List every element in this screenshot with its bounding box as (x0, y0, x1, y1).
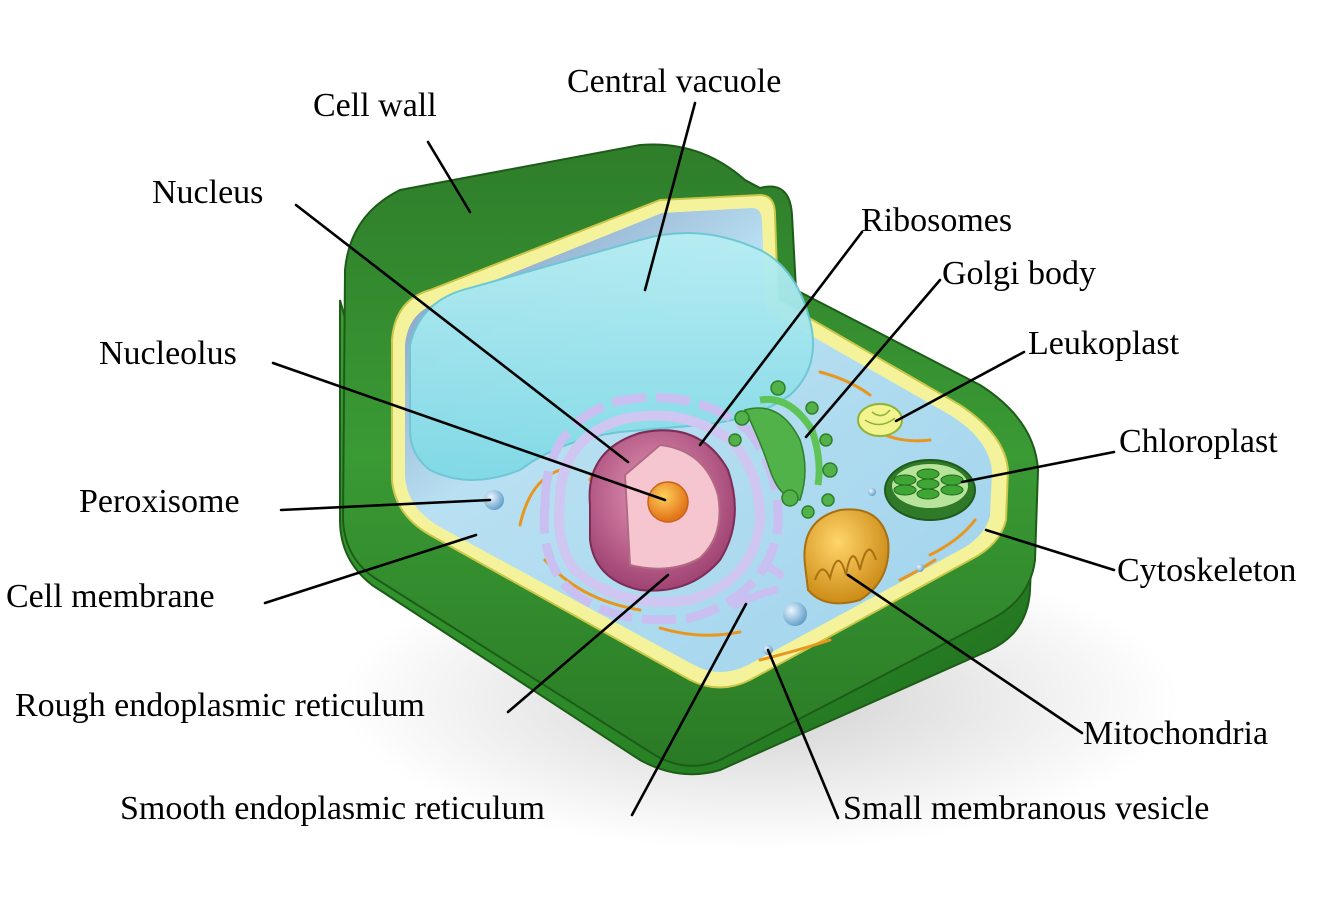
nucleolus (647, 481, 689, 523)
central-vacuole (409, 231, 814, 481)
vesicle-small (916, 564, 924, 572)
leader-cytoskeleton (984, 528, 1116, 572)
label-ribosomes: Ribosomes (861, 202, 1012, 239)
peroxisome (484, 490, 504, 510)
label-small-vesicle: Small membranous vesicle (843, 790, 1209, 827)
label-cell-wall: Cell wall (313, 87, 437, 124)
label-chloroplast: Chloroplast (1119, 423, 1278, 460)
leader-mitochondria (846, 573, 1084, 735)
label-nucleolus: Nucleolus (99, 335, 237, 372)
leader-nucleolus (271, 361, 667, 502)
leader-smooth-er (630, 602, 748, 817)
leader-cell-membrane (263, 533, 478, 605)
leader-rough-er (506, 573, 670, 714)
leukoplast (857, 403, 903, 437)
label-central-vacuole: Central vacuole (567, 63, 781, 100)
label-cytoskeleton: Cytoskeleton (1117, 552, 1296, 589)
leader-small-vesicle (766, 648, 840, 820)
leader-ribosomes (698, 230, 864, 447)
label-mitochondria: Mitochondria (1083, 715, 1268, 752)
leader-leukoplast (894, 350, 1026, 423)
leader-golgi-body (804, 278, 942, 439)
leader-chloroplast (960, 450, 1116, 484)
label-leukoplast: Leukoplast (1028, 325, 1180, 362)
label-peroxisome: Peroxisome (79, 483, 240, 520)
rough-endoplasmic-reticulum (539, 392, 783, 625)
label-golgi-body: Golgi body (942, 255, 1096, 292)
label-rough-er: Rough endoplasmic reticulum (15, 687, 425, 724)
vesicle-large (783, 602, 807, 626)
leader-central-vacuole (643, 101, 697, 292)
label-nucleus: Nucleus (152, 174, 263, 211)
leader-lines (263, 101, 1116, 820)
leader-peroxisome (279, 498, 492, 512)
mitochondria-organelle (803, 508, 890, 605)
smooth-endoplasmic-reticulum (731, 561, 784, 609)
chloroplast (884, 459, 976, 521)
leader-nucleus (294, 203, 630, 464)
label-smooth-er: Smooth endoplasmic reticulum (120, 790, 545, 827)
label-cell-membrane: Cell membrane (6, 578, 215, 615)
leader-cell-wall (426, 140, 472, 214)
golgi-body (728, 380, 838, 519)
vesicle-small-2 (868, 488, 876, 496)
